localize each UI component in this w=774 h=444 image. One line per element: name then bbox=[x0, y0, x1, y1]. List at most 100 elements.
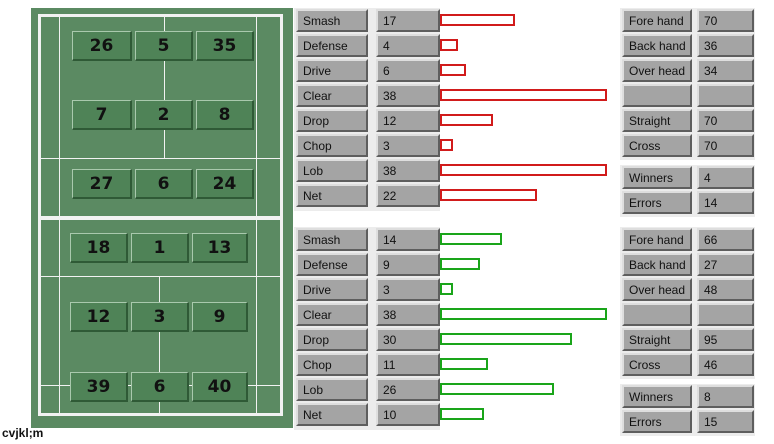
bottom-shot-value-defense: 9 bbox=[376, 253, 440, 276]
court-zone-bottom-5: 3 bbox=[131, 302, 189, 332]
bottom-shot-value-drive: 3 bbox=[376, 278, 440, 301]
court-zone-bottom-3: 13 bbox=[192, 233, 248, 263]
bottom-stroke-value-blank-3 bbox=[697, 303, 754, 326]
top-shot-label-net: Net bbox=[296, 184, 368, 207]
bottom-shot-value-lob: 26 bbox=[376, 378, 440, 401]
bottom-shot-label-chop: Chop bbox=[296, 353, 368, 376]
court-zone-top-6: 8 bbox=[196, 100, 254, 130]
bottom-shot-value-net: 10 bbox=[376, 403, 440, 426]
bottom-summary-label-errors: Errors bbox=[622, 410, 692, 433]
court-line bbox=[256, 17, 257, 413]
top-stroke-label-blank-3 bbox=[622, 84, 692, 107]
top-shot-label-chop: Chop bbox=[296, 134, 368, 157]
top-shot-bar-drop bbox=[440, 114, 493, 126]
court-zone-top-4: 7 bbox=[72, 100, 132, 130]
court-zone-bottom-1: 18 bbox=[70, 233, 128, 263]
top-stroke-value-fore-hand: 70 bbox=[697, 9, 754, 32]
bottom-stroke-label-back-hand: Back hand bbox=[622, 253, 692, 276]
court-zone-top-7: 27 bbox=[72, 169, 132, 199]
top-stroke-label-over-head: Over head bbox=[622, 59, 692, 82]
top-shot-label-drop: Drop bbox=[296, 109, 368, 132]
bottom-stroke-label-over-head: Over head bbox=[622, 278, 692, 301]
bottom-stroke-value-cross: 46 bbox=[697, 353, 754, 376]
bottom-shot-bar-chop bbox=[440, 358, 488, 370]
top-shot-bar-drive bbox=[440, 64, 466, 76]
court-line bbox=[159, 277, 160, 416]
court-zone-bottom-8: 6 bbox=[131, 372, 189, 402]
bottom-stroke-label-fore-hand: Fore hand bbox=[622, 228, 692, 251]
top-summary-label-winners: Winners bbox=[622, 166, 692, 189]
top-shot-value-defense: 4 bbox=[376, 34, 440, 57]
court-zone-bottom-7: 39 bbox=[70, 372, 128, 402]
top-shot-value-chop: 3 bbox=[376, 134, 440, 157]
top-shot-label-clear: Clear bbox=[296, 84, 368, 107]
bottom-stroke-value-fore-hand: 66 bbox=[697, 228, 754, 251]
top-summary-value-errors: 14 bbox=[697, 191, 754, 214]
court-zone-top-2: 5 bbox=[135, 31, 193, 61]
top-shot-label-defense: Defense bbox=[296, 34, 368, 57]
court-zone-top-8: 6 bbox=[135, 169, 193, 199]
top-shot-bar-chop bbox=[440, 139, 453, 151]
bottom-summary-value-winners: 8 bbox=[697, 385, 754, 408]
bottom-shot-label-drop: Drop bbox=[296, 328, 368, 351]
court-line bbox=[59, 17, 60, 413]
court-net-line bbox=[38, 216, 283, 220]
court-line bbox=[41, 276, 280, 277]
top-summary-value-winners: 4 bbox=[697, 166, 754, 189]
top-stroke-value-back-hand: 36 bbox=[697, 34, 754, 57]
bottom-summary-label-winners: Winners bbox=[622, 385, 692, 408]
court-zone-bottom-9: 40 bbox=[192, 372, 248, 402]
bottom-shot-value-chop: 11 bbox=[376, 353, 440, 376]
bottom-shot-bar-lob bbox=[440, 383, 554, 395]
bottom-shot-label-drive: Drive bbox=[296, 278, 368, 301]
bottom-shot-label-lob: Lob bbox=[296, 378, 368, 401]
top-shot-value-clear: 38 bbox=[376, 84, 440, 107]
top-shot-value-net: 22 bbox=[376, 184, 440, 207]
court-zone-bottom-4: 12 bbox=[70, 302, 128, 332]
top-stroke-value-over-head: 34 bbox=[697, 59, 754, 82]
top-shot-label-drive: Drive bbox=[296, 59, 368, 82]
bottom-shot-value-clear: 38 bbox=[376, 303, 440, 326]
top-stroke-label-back-hand: Back hand bbox=[622, 34, 692, 57]
bottom-stroke-value-over-head: 48 bbox=[697, 278, 754, 301]
top-stroke-value-blank-3 bbox=[697, 84, 754, 107]
top-stroke-label-fore-hand: Fore hand bbox=[622, 9, 692, 32]
top-summary-label-errors: Errors bbox=[622, 191, 692, 214]
top-shot-bar-defense bbox=[440, 39, 458, 51]
bottom-shot-value-smash: 14 bbox=[376, 228, 440, 251]
bottom-shot-bar-drive bbox=[440, 283, 453, 295]
top-stroke-value-cross: 70 bbox=[697, 134, 754, 157]
bottom-shot-bar-net bbox=[440, 408, 484, 420]
top-shot-value-smash: 17 bbox=[376, 9, 440, 32]
bottom-shot-value-drop: 30 bbox=[376, 328, 440, 351]
court-line bbox=[41, 158, 280, 159]
bottom-shot-label-net: Net bbox=[296, 403, 368, 426]
bottom-shot-label-smash: Smash bbox=[296, 228, 368, 251]
bottom-stroke-label-blank-3 bbox=[622, 303, 692, 326]
top-shot-bar-smash bbox=[440, 14, 515, 26]
top-shot-bar-net bbox=[440, 189, 537, 201]
bottom-shot-bar-drop bbox=[440, 333, 572, 345]
top-shot-value-drop: 12 bbox=[376, 109, 440, 132]
top-shot-value-drive: 6 bbox=[376, 59, 440, 82]
bottom-shot-bar-smash bbox=[440, 233, 502, 245]
court-zone-bottom-2: 1 bbox=[131, 233, 189, 263]
bottom-stroke-value-straight: 95 bbox=[697, 328, 754, 351]
top-stroke-value-straight: 70 bbox=[697, 109, 754, 132]
bottom-shot-label-defense: Defense bbox=[296, 253, 368, 276]
top-stroke-label-cross: Cross bbox=[622, 134, 692, 157]
court-line bbox=[164, 17, 165, 158]
bottom-shot-bar-clear bbox=[440, 308, 607, 320]
bottom-stroke-label-straight: Straight bbox=[622, 328, 692, 351]
court-zone-top-1: 26 bbox=[72, 31, 132, 61]
footer-text: cvjkl;m bbox=[2, 426, 44, 440]
bottom-summary-value-errors: 15 bbox=[697, 410, 754, 433]
bottom-stroke-value-back-hand: 27 bbox=[697, 253, 754, 276]
bottom-shot-bar-defense bbox=[440, 258, 480, 270]
top-shot-bar-clear bbox=[440, 89, 607, 101]
top-shot-label-smash: Smash bbox=[296, 9, 368, 32]
court-zone-top-9: 24 bbox=[196, 169, 254, 199]
top-shot-bar-lob bbox=[440, 164, 607, 176]
top-shot-value-lob: 38 bbox=[376, 159, 440, 182]
court-zone-top-5: 2 bbox=[135, 100, 193, 130]
